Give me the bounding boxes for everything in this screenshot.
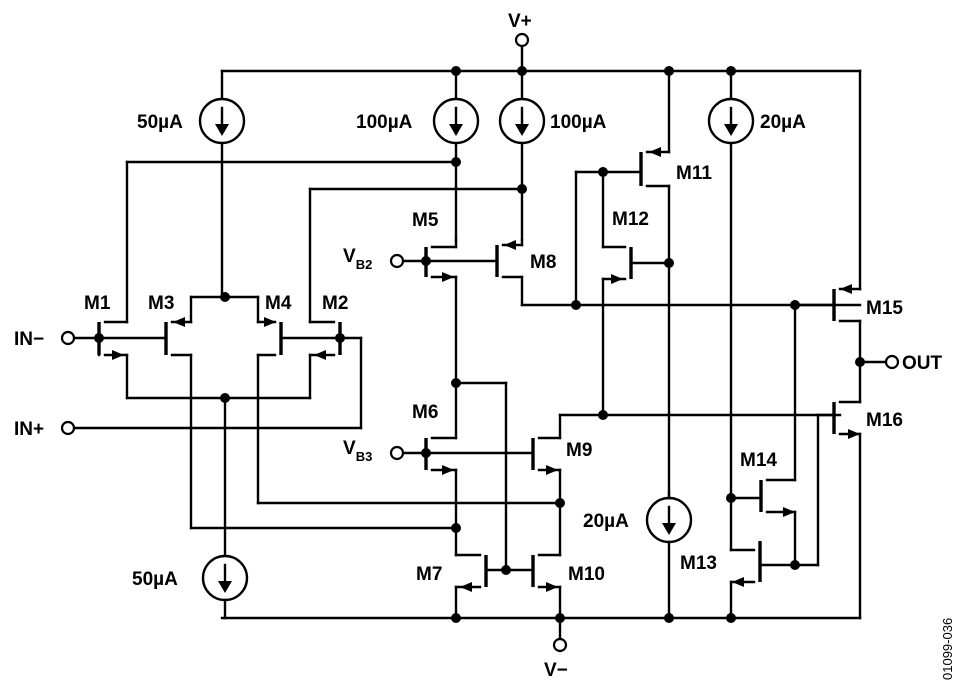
label-in-positive: IN+ bbox=[14, 419, 44, 440]
label-m11: M11 bbox=[676, 163, 712, 184]
pin-out bbox=[884, 354, 900, 370]
current-source-top-mid2 bbox=[498, 69, 546, 242]
transistor-m13 bbox=[732, 577, 744, 587]
label-m13: M13 bbox=[680, 553, 717, 574]
output-stage-wiring bbox=[574, 69, 887, 620]
transistor-m15 bbox=[840, 284, 852, 294]
pin-in-positive bbox=[60, 420, 76, 436]
label-m15: M15 bbox=[866, 298, 903, 319]
current-source-bottom-left bbox=[201, 396, 249, 620]
transistor-m2 bbox=[308, 320, 342, 360]
label-m7: M7 bbox=[416, 564, 442, 585]
transistor-m12 bbox=[611, 274, 623, 284]
transistor-m7 bbox=[460, 582, 472, 592]
label-v-positive: V+ bbox=[508, 11, 532, 32]
transistor-m5 bbox=[442, 272, 454, 282]
label-m8: M8 bbox=[530, 252, 556, 273]
label-m10: M10 bbox=[568, 564, 605, 585]
label-m5: M5 bbox=[412, 210, 439, 231]
label-m14: M14 bbox=[740, 450, 777, 471]
pin-in-negative bbox=[60, 330, 76, 346]
transistor-m16 bbox=[848, 429, 860, 439]
pin-vb3 bbox=[389, 445, 405, 461]
label-source-top-mid1: 100µA bbox=[356, 112, 413, 133]
label-m9: M9 bbox=[566, 440, 592, 461]
label-vb2: VB2 bbox=[343, 246, 372, 272]
transistor-m8 bbox=[504, 240, 516, 250]
cascode-wiring bbox=[402, 238, 862, 620]
junction-dots bbox=[94, 66, 865, 623]
pin-v-negative bbox=[552, 637, 568, 653]
pin-vb2 bbox=[389, 253, 405, 269]
transistor-m9 bbox=[546, 465, 558, 475]
label-m4: M4 bbox=[265, 293, 292, 314]
label-v-negative: V− bbox=[544, 660, 568, 681]
label-source-top-right: 20µA bbox=[760, 112, 806, 133]
label-vb3: VB3 bbox=[343, 438, 372, 464]
label-m6: M6 bbox=[412, 402, 438, 423]
pin-v-positive bbox=[514, 32, 530, 48]
transistor-m11 bbox=[649, 147, 661, 157]
label-source-top-left: 50µA bbox=[137, 112, 183, 133]
current-source-top-mid1 bbox=[432, 69, 480, 242]
label-source-top-mid2: 100µA bbox=[550, 112, 607, 133]
transistor-m6 bbox=[442, 465, 454, 475]
current-source-top-left bbox=[198, 69, 246, 299]
transistor-m3 bbox=[164, 317, 193, 357]
figure-id: 01099-036 bbox=[940, 618, 955, 680]
negative-rail bbox=[220, 616, 862, 640]
label-m1: M1 bbox=[84, 293, 111, 314]
label-source-bottom-left: 50µA bbox=[132, 569, 178, 590]
label-m3: M3 bbox=[148, 293, 174, 314]
transistor-m14 bbox=[783, 507, 795, 517]
transistor-m4 bbox=[256, 317, 283, 357]
label-source-mid-right: 20µA bbox=[583, 511, 629, 532]
label-in-negative: IN− bbox=[14, 329, 44, 350]
label-out: OUT bbox=[902, 353, 943, 374]
current-source-top-right bbox=[707, 69, 755, 500]
label-m2: M2 bbox=[322, 293, 348, 314]
transistor-m1 bbox=[97, 320, 129, 360]
label-m16: M16 bbox=[866, 410, 903, 431]
current-source-mid-right bbox=[645, 490, 693, 620]
transistor-m10 bbox=[546, 582, 558, 592]
label-m12: M12 bbox=[612, 209, 649, 230]
input-pairs-wiring bbox=[73, 160, 562, 530]
positive-rail bbox=[220, 45, 862, 73]
